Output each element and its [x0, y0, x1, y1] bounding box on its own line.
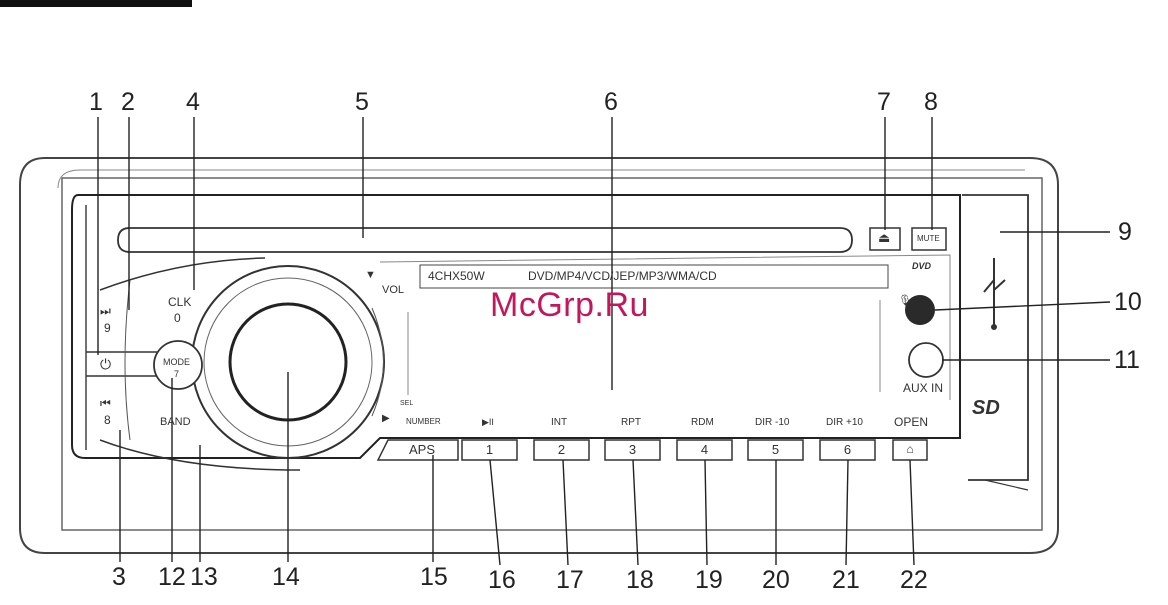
callout-8: 8: [924, 90, 938, 115]
prev-number: 8: [104, 414, 111, 426]
callout-12: 12: [158, 565, 186, 590]
callout-4: 4: [186, 90, 200, 115]
eject-icon: ⏏: [878, 231, 890, 244]
callout-7: 7: [877, 90, 891, 115]
preset-1-button[interactable]: 1: [462, 443, 517, 456]
mic-icon: 🎙: [898, 296, 912, 307]
next-icon: ⏭: [100, 305, 111, 317]
sel-label: SEL: [400, 400, 413, 407]
band-label: BAND: [160, 417, 191, 428]
callout-17: 17: [556, 568, 584, 593]
preset-5-button[interactable]: 5: [748, 443, 803, 456]
callout-22: 22: [900, 568, 928, 593]
mode-label: MODE: [163, 358, 190, 367]
callout-2: 2: [121, 90, 135, 115]
vol-up-icon: ▶: [382, 414, 390, 424]
callout-11: 11: [1114, 348, 1140, 373]
callout-1: 1: [89, 90, 103, 115]
display-formats: DVD/MP4/VCD/JEP/MP3/WMA/CD: [528, 270, 717, 282]
callout-19: 19: [695, 568, 723, 593]
callout-5: 5: [355, 90, 369, 115]
aux-in-label: AUX IN: [903, 382, 943, 394]
vol-down-icon: ▼: [365, 270, 376, 281]
callout-13: 13: [190, 565, 218, 590]
prev-icon: ⏮: [100, 397, 111, 409]
callout-20: 20: [762, 568, 790, 593]
rpt-label: RPT: [621, 418, 641, 428]
preset-6-button[interactable]: 6: [820, 443, 875, 456]
open-label: OPEN: [894, 416, 928, 428]
callout-18: 18: [626, 568, 654, 593]
aps-button[interactable]: APS: [392, 443, 452, 456]
display-model: 4CHX50W: [428, 270, 485, 282]
rdm-label: RDM: [691, 418, 714, 428]
callout-21: 21: [832, 568, 860, 593]
callout-14: 14: [272, 565, 300, 590]
vol-label: VOL: [382, 285, 404, 296]
dir-minus-label: DIR -10: [755, 418, 789, 428]
dir-plus-label: DIR +10: [826, 418, 863, 428]
callout-9: 9: [1118, 220, 1132, 245]
sd-logo: SD: [972, 398, 1000, 418]
callout-6: 6: [604, 90, 618, 115]
open-button[interactable]: ⌂: [893, 443, 927, 455]
int-label: INT: [551, 418, 567, 428]
mode-number: 7: [174, 370, 179, 379]
watermark: McGrp.Ru: [490, 286, 649, 325]
callout-15: 15: [420, 565, 448, 590]
preset-3-button[interactable]: 3: [605, 443, 660, 456]
clk-number: 0: [174, 312, 181, 324]
next-number: 9: [104, 322, 111, 334]
mute-label: MUTE: [917, 235, 940, 243]
power-icon: ⏻: [100, 357, 111, 371]
callout-10: 10: [1114, 290, 1142, 315]
clk-label: CLK: [168, 296, 191, 308]
dvd-logo: DVD: [912, 262, 931, 271]
callout-3: 3: [112, 565, 126, 590]
preset-4-button[interactable]: 4: [677, 443, 732, 456]
play-pause-label: ▶II: [482, 418, 494, 427]
button-number-label: NUMBER: [406, 418, 441, 426]
callout-16: 16: [488, 568, 516, 593]
preset-2-button[interactable]: 2: [534, 443, 589, 456]
